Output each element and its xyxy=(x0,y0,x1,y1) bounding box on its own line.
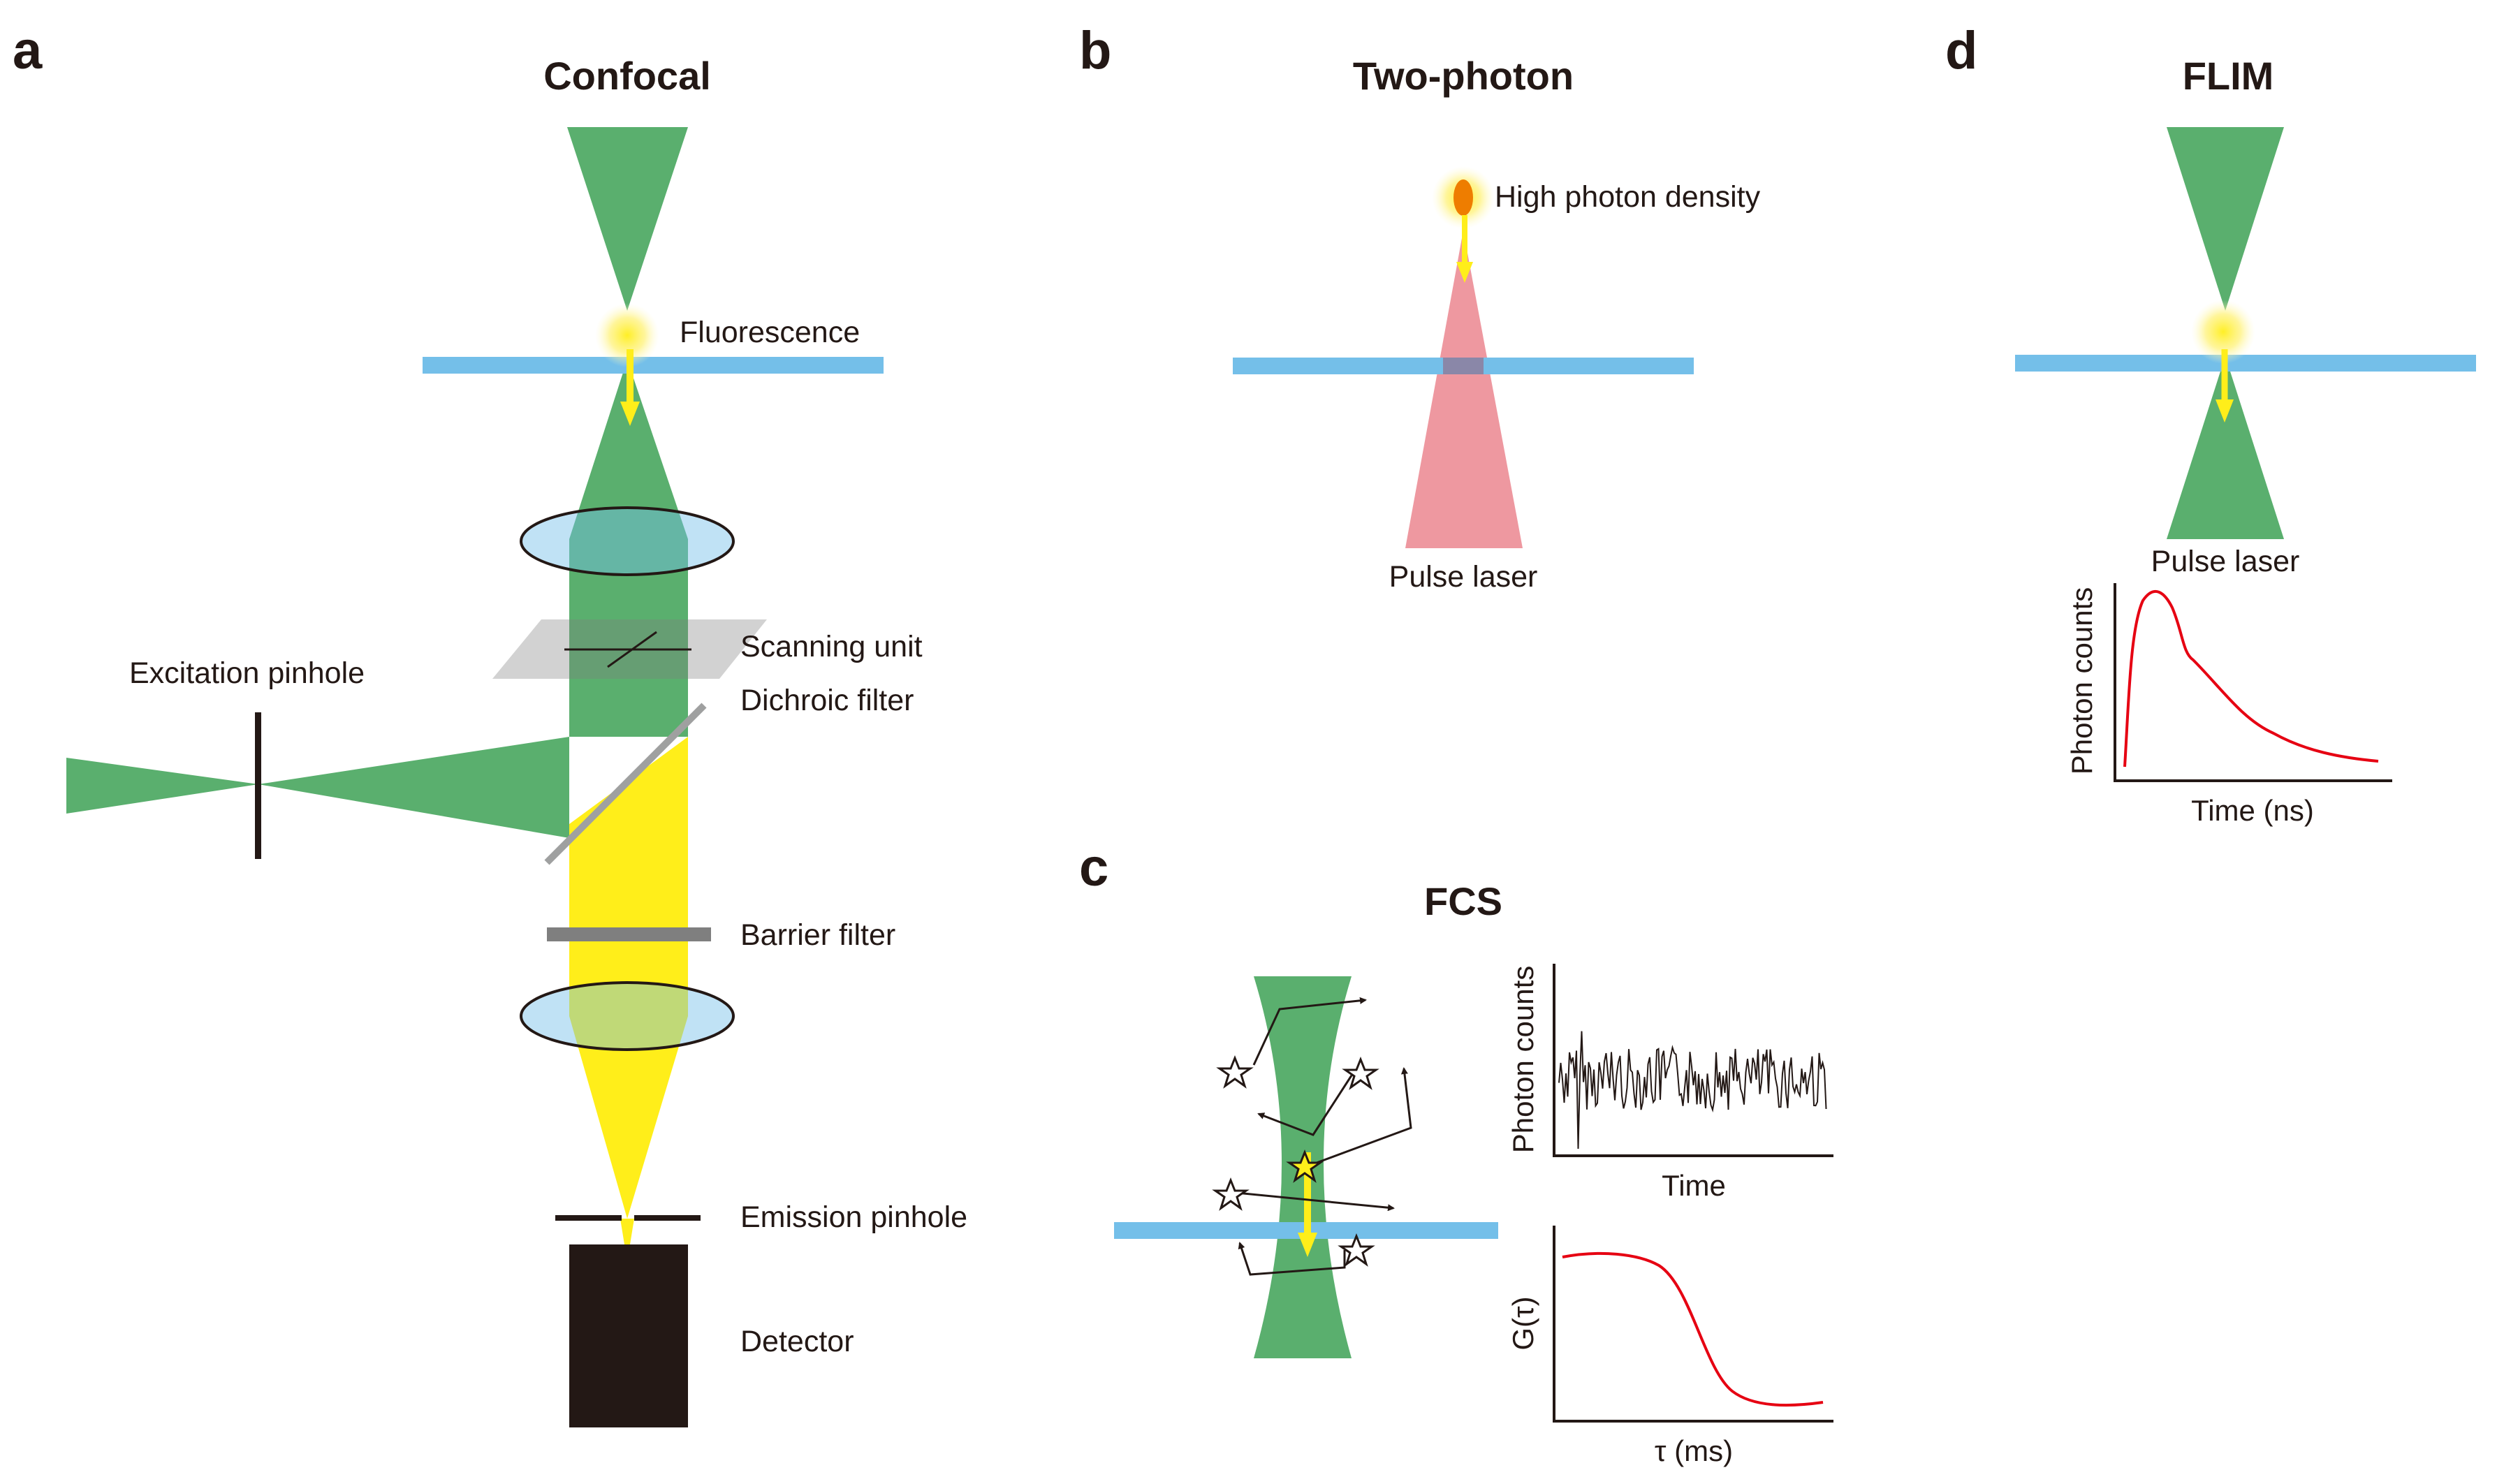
panel-c: c FCS Photon counts Time xyxy=(1079,838,1833,1467)
label-fluorescence: Fluorescence xyxy=(680,316,860,349)
panel-b-title: Two-photon xyxy=(1353,54,1574,98)
excitation-beam-left xyxy=(66,758,258,814)
corr-xlabel: τ (ms) xyxy=(1655,1434,1733,1467)
trace-ylabel: Photon counts xyxy=(1507,966,1539,1154)
photon-count-trace xyxy=(1558,1031,1827,1149)
sample-slide xyxy=(423,357,884,374)
flim-glow xyxy=(2191,300,2255,364)
detector xyxy=(569,1244,688,1427)
label-dichroic-filter: Dichroic filter xyxy=(740,684,914,717)
excitation-pinhole xyxy=(255,712,261,859)
slide-overlap xyxy=(1443,358,1484,374)
emission-pinhole-right xyxy=(634,1215,701,1221)
barrier-filter xyxy=(547,927,711,941)
molecules xyxy=(1212,1055,1379,1267)
sample-slide-d xyxy=(2015,355,2476,372)
objective-lens xyxy=(520,506,735,576)
excitation-beam-lower xyxy=(569,360,688,737)
trace-xlabel: Time xyxy=(1662,1169,1726,1202)
decay-ylabel: Photon counts xyxy=(2065,587,2098,775)
pulse-laser-cone xyxy=(1405,230,1523,548)
scanning-mirror xyxy=(607,631,657,668)
label-scanning-unit: Scanning unit xyxy=(740,630,923,663)
fcs-emission-arrow-head xyxy=(1298,1233,1317,1257)
focal-spot xyxy=(1453,179,1473,216)
emission-arrow-b-head xyxy=(1456,262,1473,283)
panel-a-title: Confocal xyxy=(543,54,711,98)
fluorescence-spot xyxy=(595,303,659,367)
panel-c-title: FCS xyxy=(1424,879,1502,923)
molecule-trajectories xyxy=(1236,997,1412,1276)
emission-focus xyxy=(620,1219,634,1244)
flim-cone-upper xyxy=(2167,127,2284,311)
decay-xlabel: Time (ns) xyxy=(2191,794,2314,827)
excitation-cone-upper xyxy=(567,127,688,311)
panel-a: a Confocal xyxy=(13,21,967,1427)
flim-cone-lower xyxy=(2167,356,2284,539)
panel-letter-a: a xyxy=(13,21,43,80)
emission-beam xyxy=(569,737,688,1219)
fluorescence-decay-curve xyxy=(2123,590,2379,767)
fluorescence-arrow-head xyxy=(620,402,640,426)
label-pulse-laser-b: Pulse laser xyxy=(1389,560,1538,594)
emission-pinhole-left xyxy=(555,1215,622,1221)
label-pulse-laser-d: Pulse laser xyxy=(2151,545,2300,578)
flim-decay-plot: Photon counts Time (ns) xyxy=(2065,583,2392,827)
label-barrier-filter: Barrier filter xyxy=(740,918,895,952)
fcs-trace-plot: Photon counts Time xyxy=(1507,964,1833,1202)
fcs-correlation-plot: G(τ) τ (ms) xyxy=(1507,1226,1833,1467)
panel-letter-d: d xyxy=(1945,21,1977,80)
excitation-beam-right xyxy=(258,737,569,838)
label-excitation-pinhole: Excitation pinhole xyxy=(129,656,365,690)
panel-letter-c: c xyxy=(1079,838,1108,897)
tube-lens xyxy=(520,981,735,1051)
panel-d: d FLIM Pulse laser Photon counts Time (n… xyxy=(1945,21,2476,827)
label-detector: Detector xyxy=(740,1325,854,1358)
dichroic-filter xyxy=(544,703,707,865)
label-high-photon-density: High photon density xyxy=(1495,180,1761,214)
label-emission-pinhole: Emission pinhole xyxy=(740,1200,967,1234)
autocorrelation-curve xyxy=(1562,1251,1824,1407)
flim-emission-arrow-head xyxy=(2216,399,2234,423)
panel-d-title: FLIM xyxy=(2183,54,2274,98)
panel-b: b Two-photon High photon density Pulse l… xyxy=(1079,21,1761,594)
corr-ylabel: G(τ) xyxy=(1507,1296,1539,1350)
panel-letter-b: b xyxy=(1079,21,1111,80)
